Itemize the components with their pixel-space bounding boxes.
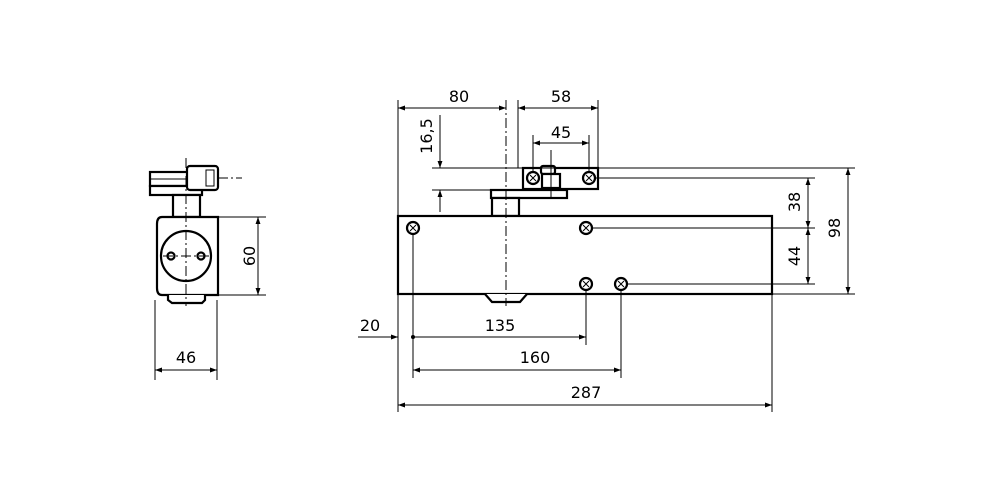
dim-bracket-width: 58 [551, 87, 571, 106]
screw-icons [405, 170, 629, 292]
dim-arm-height: 16,5 [417, 118, 436, 154]
dim-total-length: 287 [571, 383, 602, 402]
dim-side-width: 46 [176, 348, 196, 367]
arm-plate [489, 188, 569, 200]
screw-icon [405, 220, 421, 236]
screw-icon [525, 170, 541, 186]
dim-side-height: 60 [240, 246, 259, 266]
side-view: 60 46 [148, 158, 266, 380]
screw-icon [578, 276, 594, 292]
dim-screw-spacing-2: 160 [520, 348, 551, 367]
dim-screw-offset-top: 38 [785, 192, 804, 212]
dim-bracket-screw-spacing: 45 [551, 123, 571, 142]
screw-icon [581, 170, 597, 186]
screw-icon [613, 276, 629, 292]
dim-total-height: 98 [825, 218, 844, 238]
dim-screw-spacing-1: 135 [485, 316, 516, 335]
dim-screw-offset-bottom: 44 [785, 246, 804, 266]
dim-arm-offset: 80 [449, 87, 469, 106]
screw-icon [578, 220, 594, 236]
dim-edge-to-screw: 20 [360, 316, 380, 335]
front-view: 80 58 45 16,5 38 44 98 20 135 160 287 [358, 87, 855, 412]
